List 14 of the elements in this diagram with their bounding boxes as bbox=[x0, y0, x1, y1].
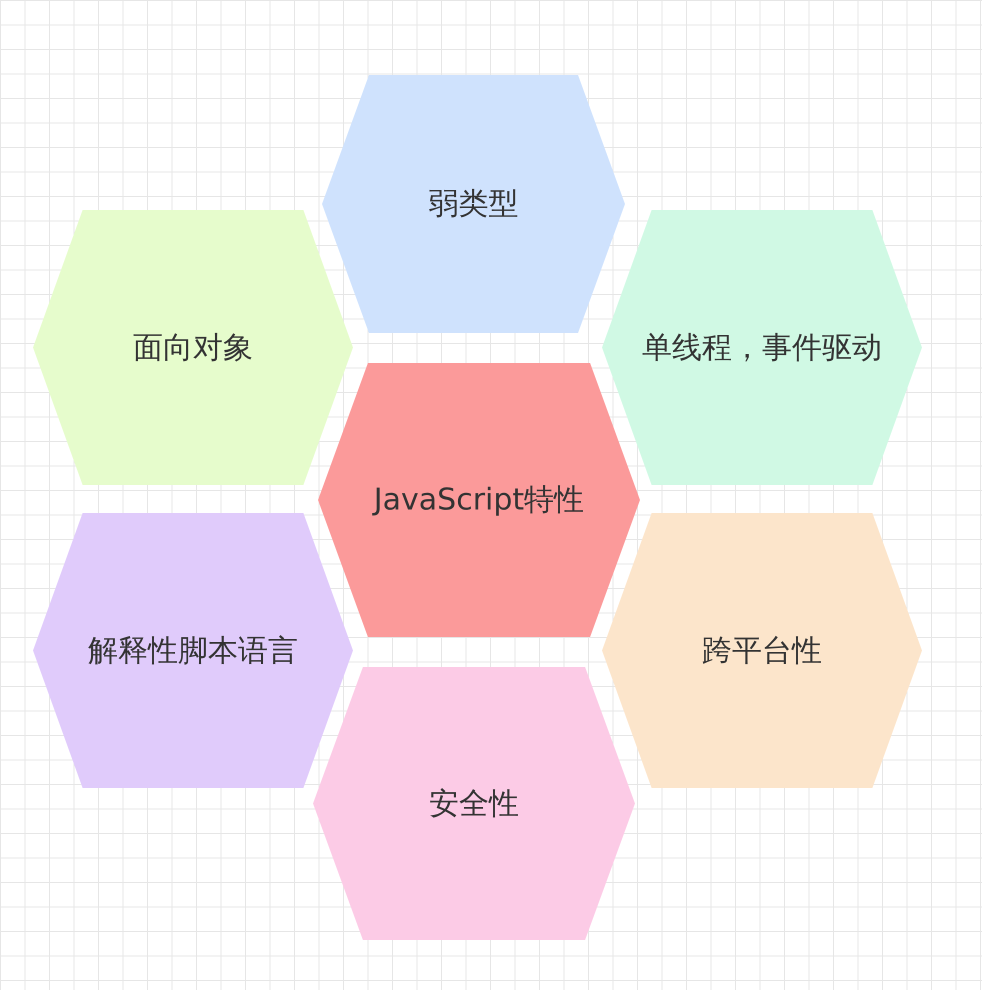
hexagon-label: 面向对象 bbox=[132, 328, 254, 367]
hexagon bbox=[313, 667, 635, 940]
hexagon bbox=[33, 210, 353, 485]
hexagon bbox=[322, 75, 625, 333]
hexagon bbox=[602, 513, 922, 788]
hexagon-label: 弱类型 bbox=[428, 185, 520, 224]
hexagon-label: 跨平台性 bbox=[701, 632, 823, 670]
hexagon bbox=[33, 513, 353, 788]
hexagon-label: 单线程，事件驱动 bbox=[641, 328, 883, 367]
hexagon bbox=[602, 210, 922, 485]
hexagon bbox=[318, 363, 640, 637]
hexagon-label: 解释性脚本语言 bbox=[87, 632, 299, 670]
hexagon-label: JavaScript特性 bbox=[371, 481, 586, 520]
hexagon-label: 安全性 bbox=[428, 784, 520, 823]
